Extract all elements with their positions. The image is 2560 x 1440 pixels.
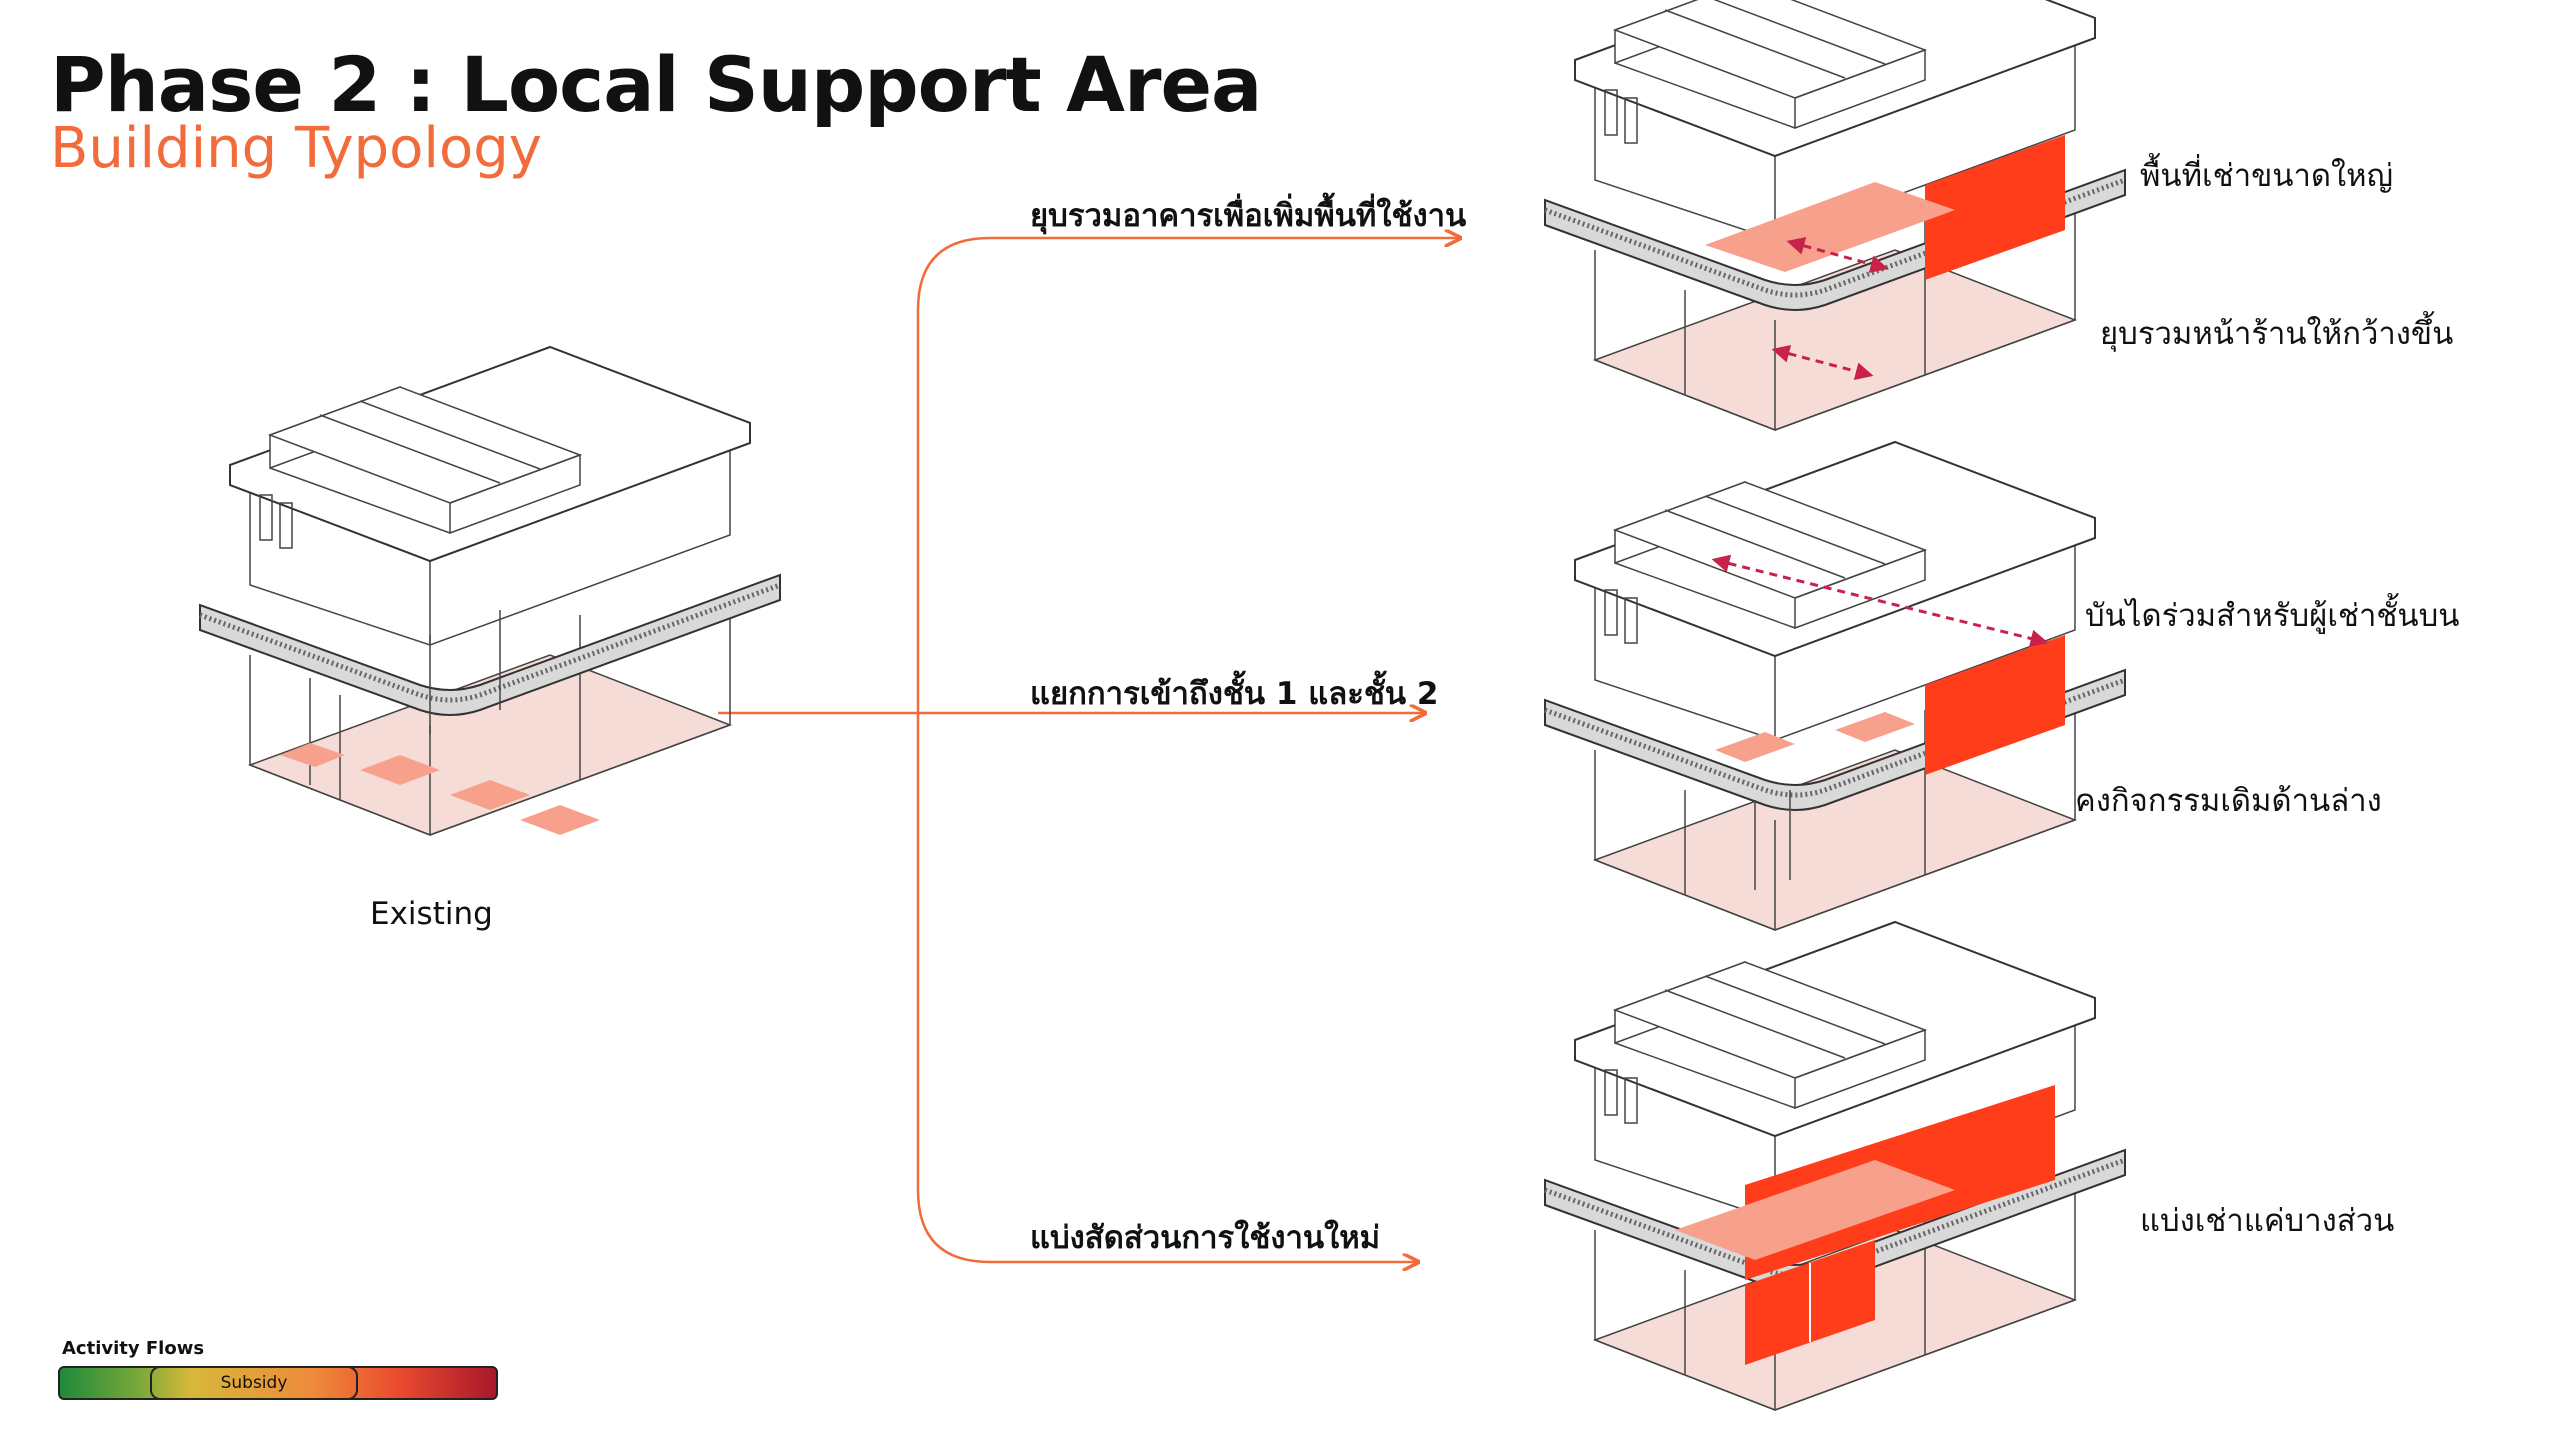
flow-branch-top [916,238,1460,713]
large-rental-area [1925,135,2065,280]
merged-upper-floor [1705,182,1955,272]
legend-subsidy-highlight: Subsidy [150,1366,358,1400]
annotation-shared-stair: บันไดร่วมสำหรับผู้เช่าชั้นบน [2085,598,2460,634]
flow-branch-bottom [916,713,1418,1262]
annotation-keep-ground-activity: คงกิจกรรมเดิมด้านล่าง [2075,783,2382,819]
building-option-partial-rent [1545,922,2125,1410]
page-subtitle: Building Typology [50,116,542,181]
existing-label: Existing [370,896,493,932]
page-title: Phase 2 : Local Support Area [50,40,1262,129]
building-option-merge [1545,0,2125,430]
annotation-large-rental: พื้นที่เช่าขนาดใหญ่ [2140,158,2394,194]
legend-title: Activity Flows [62,1338,205,1359]
dashed-arrow-lower [1771,344,1874,381]
branch-label-repartition: แบ่งสัดส่วนการใช้งานใหม่ [1030,1220,1381,1256]
existing-building [200,347,780,835]
branch-label-merge: ยุบรวมอาคารเพื่อเพิ่มพื้นที่ใช้งาน [1030,198,1467,234]
annotation-partial-rent: แบ่งเช่าแค่บางส่วน [2140,1203,2395,1239]
annotation-merge-storefront: ยุบรวมหน้าร้านให้กว้างขึ้น [2100,316,2454,352]
dashed-arrow-upper [1786,237,1889,273]
dashed-arrow-stair [1711,554,2049,648]
branch-label-separate-access: แยกการเข้าถึงชั้น 1 และชั้น 2 [1030,676,1439,712]
building-option-separate-access [1545,442,2125,930]
